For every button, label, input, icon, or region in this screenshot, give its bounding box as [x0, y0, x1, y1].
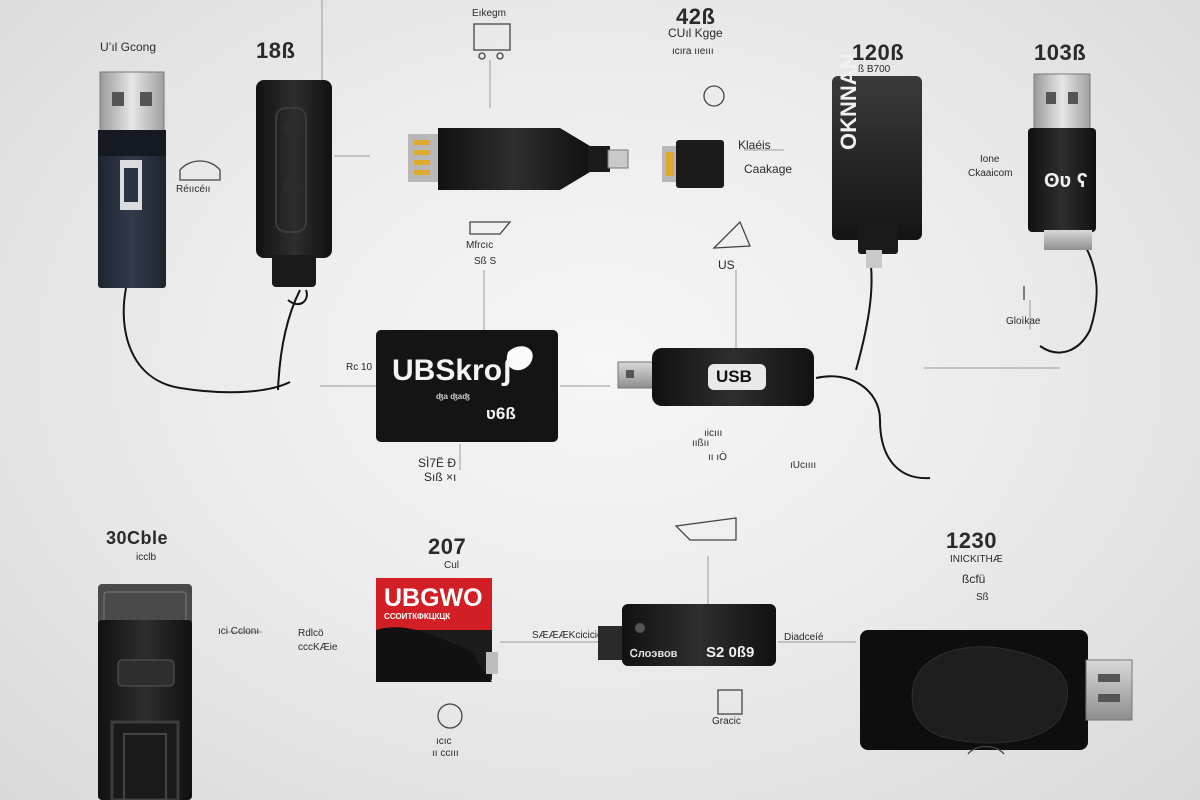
label-under-red: ıı ccııı	[432, 748, 459, 759]
usb-card-black	[376, 330, 558, 442]
usb-card-red	[376, 578, 498, 682]
label-icii: ıicııı	[704, 428, 723, 439]
label-right-slim: ıUcıııı	[790, 460, 817, 471]
label-rdlco: Rdlcö	[298, 628, 324, 639]
label-ckaaicom: Ckaaicom	[968, 168, 1013, 179]
label-207: 207	[428, 534, 467, 559]
label-diadce: Diadceíé	[784, 632, 824, 643]
label-sb: Sß	[976, 592, 989, 603]
label-under-card: SÌ7Ë Ð	[418, 456, 457, 470]
label-120b: 120ß	[852, 40, 905, 65]
label-cu-kgge: CUıl Kgge	[668, 26, 723, 40]
label-42b: 42ß	[676, 4, 716, 29]
label-under-slim-2: ıı ıÒ	[708, 452, 727, 463]
slim-usb-label: USB	[716, 367, 752, 386]
label-small-top: ıcıra ııeııı	[672, 46, 714, 57]
usb-drive-black	[832, 76, 922, 268]
cables	[122, 239, 1098, 480]
label-under-card-2: Sıß ×ı	[424, 470, 457, 484]
label-gloikae: Gloìkae	[1006, 316, 1041, 327]
red-card-sub: ССОИТКФКЦКЦК	[384, 612, 451, 621]
label-gracic: Gracic	[712, 716, 741, 727]
sketch-icons	[179, 23, 1025, 755]
label-left-flat: SÆÆÆKciciciè	[532, 630, 603, 641]
label-caakage: Caakage	[744, 162, 793, 176]
label-icic: ıcıc	[436, 736, 452, 747]
label-bcfu: ßcfü	[962, 572, 986, 586]
label-klaeis: Klaéis	[738, 138, 771, 152]
label-under-slim: ııßıı	[692, 438, 710, 449]
label-mfrcic: Mfrcıc	[466, 240, 494, 251]
label-b700: ß B700	[858, 64, 891, 75]
usb-stick-horizontal	[408, 128, 629, 190]
usb-stick-flat	[598, 604, 776, 666]
micro-connector	[662, 140, 724, 188]
usb-drive-slab	[860, 630, 1133, 750]
label-left-bottom: ıci Cclonı	[218, 626, 260, 637]
card-sub-text: ʤa ʤaʤ	[436, 392, 470, 401]
flat-stick-right-text: S2 0ß9	[706, 644, 755, 661]
label-1230: 1230	[946, 528, 997, 553]
card-brand-text: UBSkroʃ	[392, 354, 513, 387]
label-inickith: INICKITHÆ	[950, 554, 1003, 565]
usb-fob-black	[256, 80, 332, 287]
flat-stick-left-text: Ꮯлоэвов	[630, 648, 678, 660]
usb-slim	[617, 348, 814, 406]
label-left-mid: Réııcéıı	[176, 184, 211, 195]
usb-drive-grey	[98, 584, 192, 800]
label-ione: Ione	[980, 154, 1000, 165]
label-30cble: 30Cble	[106, 528, 169, 548]
usb-drive-black-right	[1028, 73, 1096, 250]
label-sbs: Sß S	[474, 256, 497, 267]
label-18b: 18ß	[256, 38, 296, 63]
label-103b: 103ß	[1034, 40, 1087, 65]
label-icclb: icclb	[136, 552, 157, 563]
card-capacity-text: ʋ6ß	[486, 404, 516, 423]
label-us: US	[718, 258, 735, 272]
usb-stick-navy	[98, 71, 166, 288]
label-ekegm: Eıkegm	[472, 8, 506, 19]
drive-right-text: ʘʋ ʕ	[1044, 170, 1088, 192]
red-card-brand: UBGWO	[384, 584, 483, 612]
label-rc10: Rc 10	[346, 362, 373, 373]
label-cul: Cul	[444, 560, 460, 571]
connector-lines	[226, 0, 1060, 643]
label-top-left: U’ıl Gcong	[100, 40, 157, 54]
label-ccck: cccKÆie	[298, 642, 338, 653]
